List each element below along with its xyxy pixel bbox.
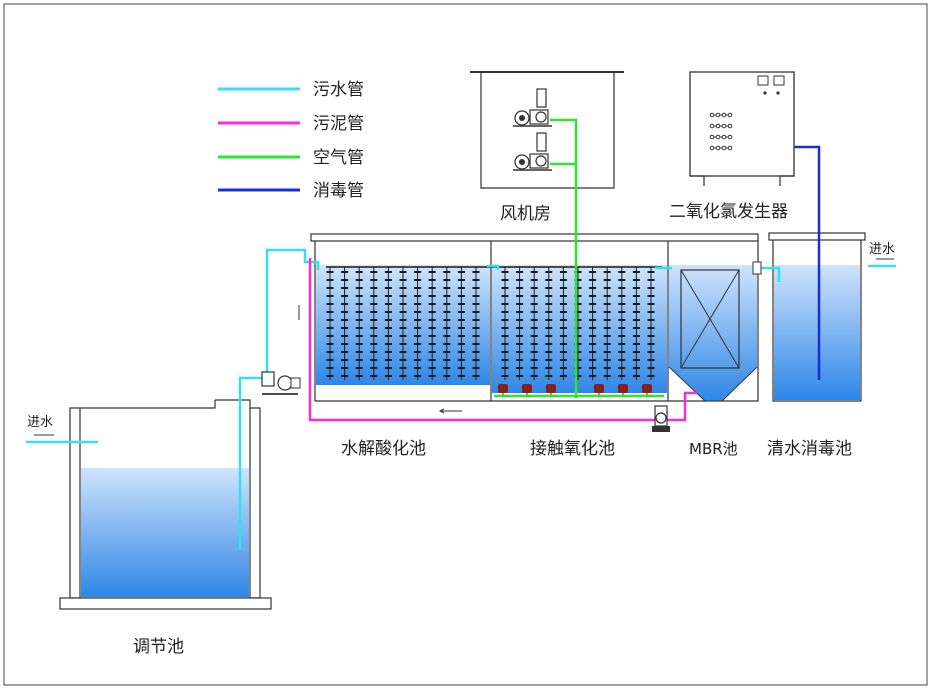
chlorine-dioxide-generator: 二氧化氯发生器 [669,71,795,222]
diffuser-icon [594,384,604,396]
blower-icon [513,132,552,171]
legend-label-air: 空气管 [313,148,364,168]
sewage-pipes [26,248,896,550]
filler-string-icon [559,267,567,380]
filler-string-icon [326,267,334,380]
lift-pump-icon [261,371,301,395]
biofilm-fillers [326,266,662,380]
diffuser-icon [522,384,532,396]
control-panel-icon [709,112,733,151]
filler-string-icon [632,267,640,380]
blower-icon [513,88,552,127]
diffuser-icon [546,384,556,396]
filler-string-icon [384,267,392,380]
legend-label-sewage: 污水管 [313,80,364,100]
mbr-tank-water [669,265,757,401]
sludge-pipe [308,258,697,422]
legend-item-sewage: 污水管 [218,80,364,100]
filler-string-icon [516,267,524,380]
valve-icon [752,261,762,275]
filler-string-icon [618,267,626,380]
aeration-diffusers [498,384,652,396]
filler-string-icon [355,267,363,380]
clear-water-tank [768,232,866,402]
diffuser-icon [618,384,628,396]
legend: 污水管 污泥管 空气管 消毒管 [218,80,364,201]
clear-tank-label: 清水消毒池 [767,439,852,459]
diffuser-icon [498,384,508,396]
clear-tank-water [774,265,860,400]
diagram-frame [3,3,928,686]
filler-string-icon [545,267,553,380]
mbr-tank-label: MBR池 [689,440,738,458]
inlet-label: 进水 [869,242,895,257]
filler-string-icon [428,267,436,380]
filler-string-icon [603,267,611,380]
filler-string-icon [370,267,378,380]
filler-string-icon [530,267,538,380]
legend-label-sludge: 污泥管 [313,114,364,134]
legend-label-disinfect: 消毒管 [313,181,364,201]
filler-string-icon [341,267,349,380]
legend-item-disinfect: 消毒管 [218,181,364,201]
filler-string-icon [457,267,465,380]
contact-tank-label: 接触氧化池 [530,439,615,459]
disinfect-pipe [794,145,821,380]
equalization-tank-label: 调节池 [133,637,184,657]
filler-string-icon [647,267,655,380]
air-pipe [494,118,664,398]
filler-string-icon [414,267,422,380]
filler-string-icon [501,267,509,380]
mbr-membrane-module [680,269,740,369]
equalization-tank [59,399,272,610]
filler-string-icon [399,267,407,380]
inlet-label: 进水 [27,415,53,430]
generator-label: 二氧化氯发生器 [669,202,788,222]
blower-room-label: 风机房 [500,204,551,224]
legend-item-air: 空气管 [218,148,364,168]
diffuser-icon [642,384,652,396]
sludge-pump-icon [652,405,670,432]
equalization-tank-water [81,468,249,597]
filler-string-icon [589,267,597,380]
flow-arrows [34,258,894,436]
blower-room: 风机房 [470,71,624,224]
filler-string-icon [443,267,451,380]
hydrolysis-tank-label: 水解酸化池 [341,439,426,459]
filler-string-icon [472,267,480,380]
legend-item-sludge: 污泥管 [218,114,364,134]
